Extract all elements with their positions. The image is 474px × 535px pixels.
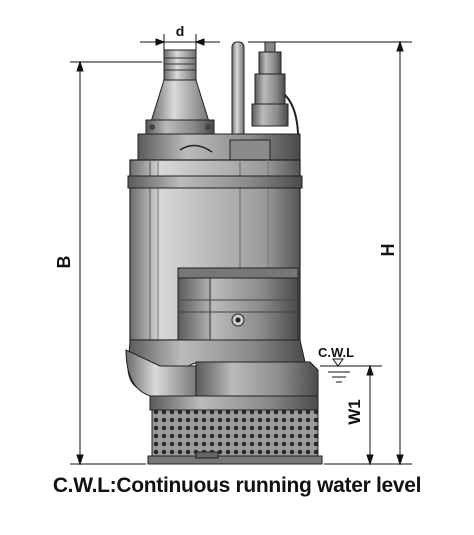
label-h: H [378,244,398,257]
label-w1: W1 [345,399,364,425]
label-d: d [176,23,185,39]
dimension-lines [70,34,412,466]
caption: C.W.L:Continuous running water level [52,474,422,497]
label-cwl: C.W.L [318,345,354,360]
label-b: B [54,256,74,269]
pump-body [125,41,323,465]
